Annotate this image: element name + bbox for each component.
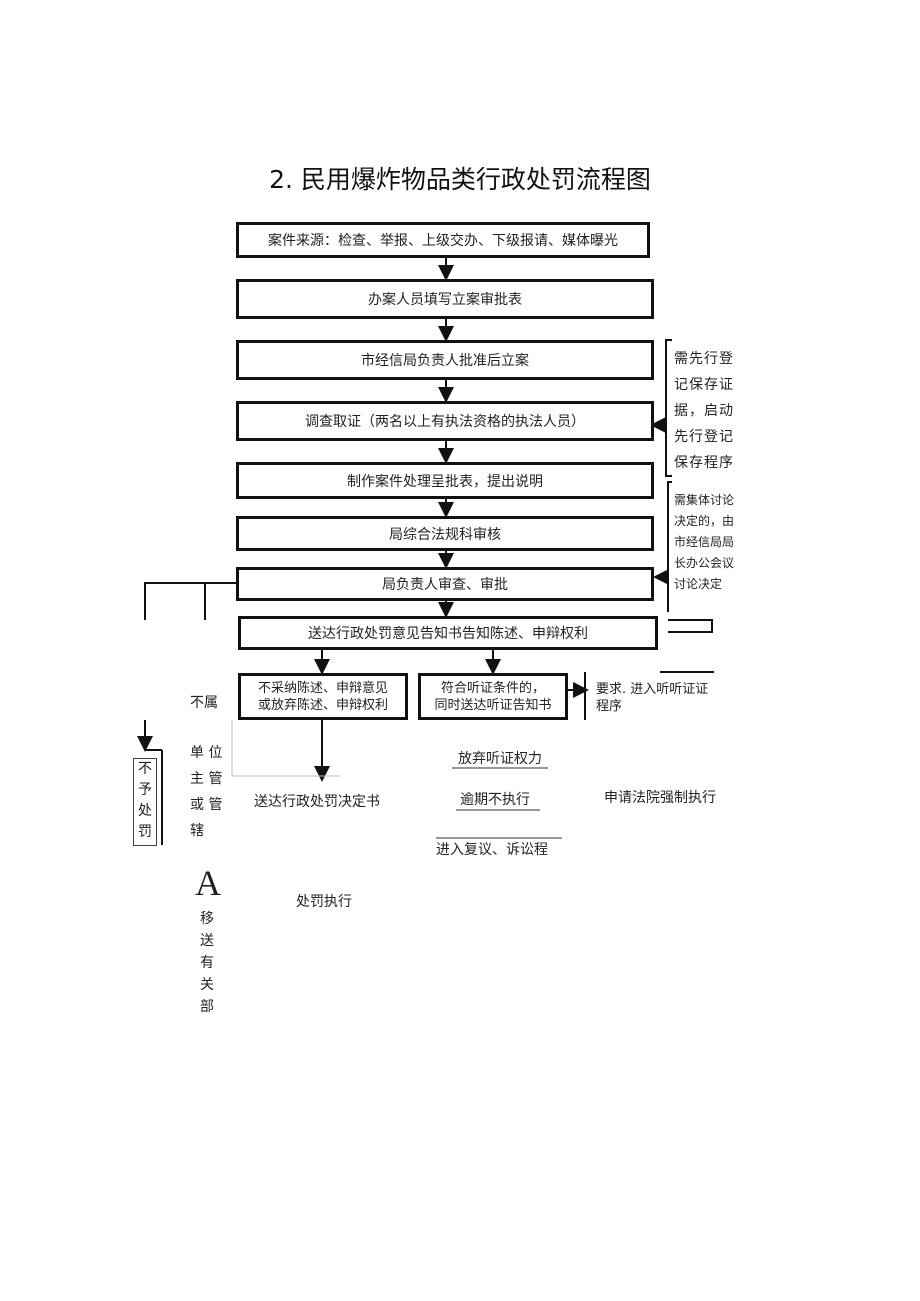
not-belong-text: 不属 (190, 695, 218, 711)
investigation-text: 调查取证（两名以上有执法资格的执法人员） (305, 414, 585, 430)
case-approval-text: 市经信局负责人批准后立案 (361, 353, 529, 369)
no-adopt-box: 不采纳陈述、申辩意见 或放弃陈述、申辩权利 (238, 673, 408, 720)
glyph-a: A (195, 863, 221, 903)
no-penalty-char1: 不 (138, 761, 152, 777)
no-adopt-line1: 不采纳陈述、申辩意见 (257, 680, 388, 696)
collective-note: 需集体讨论 决定的，由 市经信局局 长办公会议 讨论决定 (674, 490, 734, 595)
penalty-execution-text: 处罚执行 (296, 894, 352, 910)
unit-line4: 辖 (190, 823, 204, 839)
collective-note-line3: 市经信局局 (674, 535, 735, 549)
legal-review-box: 局综合法规科审核 (236, 516, 654, 551)
no-penalty-char3: 处 (138, 803, 152, 819)
unit-line3: 或 管 (190, 797, 223, 813)
transfer-char5: 部 (200, 999, 214, 1015)
evidence-note-line2: 记保存证 (674, 377, 734, 393)
filing-form-box: 办案人员填写立案审批表 (236, 279, 654, 319)
legal-review-text: 局综合法规科审核 (389, 526, 501, 543)
transfer-char2: 送 (200, 933, 214, 949)
court-enforcement-text: 申请法院强制执行 (604, 790, 716, 806)
hearing-eligible-box: 符合听证条件的， 同时送达听证告知书 (418, 673, 568, 720)
collective-note-line1: 需集体讨论 (674, 493, 735, 507)
unit-line1: 单 位 (190, 745, 223, 761)
handling-form-text: 制作案件处理呈批表，提出说明 (347, 473, 543, 490)
hearing-eligible-line2: 同时送达听证告知书 (434, 697, 552, 713)
handling-form-box: 制作案件处理呈批表，提出说明 (236, 462, 654, 499)
hearing-request-text: 要求. 进入听听证证 程序 (596, 681, 708, 715)
evidence-note: 需先行登 记保存证 据，启动 先行登记 保存程序 (674, 346, 734, 476)
investigation-box: 调查取证（两名以上有执法资格的执法人员） (236, 401, 654, 441)
evidence-note-line5: 保存程序 (674, 455, 734, 471)
no-adopt-line2: 或放弃陈述、申辩权利 (257, 697, 388, 713)
transfer-char4: 关 (200, 977, 214, 993)
transfer-text: 移 送 有 关 部 (198, 908, 216, 1018)
unit-line2: 主 管 (190, 771, 223, 787)
collective-note-line2: 决定的，由 (674, 514, 735, 528)
notice-delivery-box: 送达行政处罚意见告知书告知陈述、申辩权利 (238, 616, 658, 650)
director-approval-text: 局负责人审查、审批 (382, 577, 508, 593)
collective-note-line4: 长办公会议 (674, 556, 735, 570)
page-title: 2. 民用爆炸物品类行政处罚流程图 (269, 165, 651, 194)
notice-delivery-text: 送达行政处罚意见告知书告知陈述、申辩权利 (308, 626, 588, 642)
case-source-box: 案件来源：检查、举报、上级交办、下级报请、媒体曝光 (236, 222, 650, 258)
hearing-request-line1: 要求. 进入听听证证 (596, 682, 709, 697)
collective-note-line5: 讨论决定 (674, 577, 723, 591)
director-approval-box: 局负责人审查、审批 (236, 567, 654, 601)
waive-hearing-text: 放弃听证权力 (458, 751, 542, 767)
overdue-text: 逾期不执行 (460, 792, 530, 808)
no-penalty-char2: 予 (138, 782, 152, 798)
transfer-char3: 有 (200, 955, 214, 971)
review-litigation-text: 进入复议、诉讼程 (436, 842, 548, 858)
unit-jurisdiction-text: 单 位 主 管 或 管 辖 (190, 740, 222, 844)
transfer-char1: 移 (200, 911, 214, 927)
evidence-note-line4: 先行登记 (674, 429, 734, 445)
evidence-note-line1: 需先行登 (674, 351, 734, 367)
decision-delivery-text: 送达行政处罚决定书 (254, 794, 380, 810)
no-penalty-box: 不 予 处 罚 (133, 758, 157, 846)
hearing-eligible-line1: 符合听证条件的， (440, 680, 545, 696)
case-source-text: 案件来源：检查、举报、上级交办、下级报请、媒体曝光 (268, 233, 618, 249)
case-approval-box: 市经信局负责人批准后立案 (236, 340, 654, 380)
filing-form-text: 办案人员填写立案审批表 (368, 292, 522, 308)
evidence-note-line3: 据，启动 (674, 403, 734, 419)
no-penalty-char4: 罚 (138, 824, 152, 840)
hearing-request-line2: 程序 (596, 699, 623, 714)
